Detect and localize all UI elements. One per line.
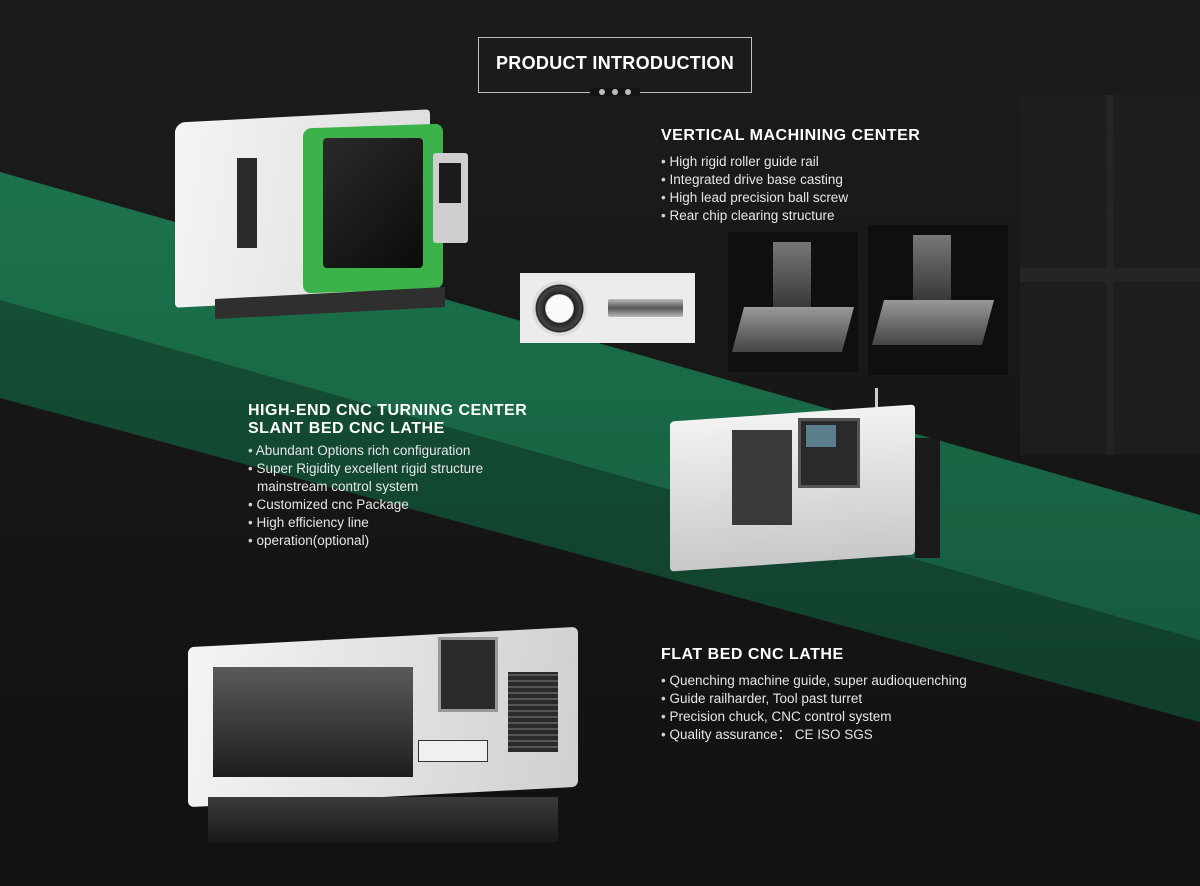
machine-badge: [418, 740, 488, 762]
list-item: Quenching machine guide, super audioquen…: [661, 672, 966, 690]
vmc-section: VERTICAL MACHINING CENTER High rigid rol…: [661, 127, 920, 225]
list-item: Rear chip clearing structure: [661, 207, 920, 225]
vmc-title: VERTICAL MACHINING CENTER: [661, 127, 921, 144]
flat-bed-section: FLAT BED CNC LATHE Quenching machine gui…: [661, 646, 967, 744]
machine-label: [237, 158, 257, 248]
cnc-section: HIGH-END CNC TURNING CENTER SLANT BED CN…: [248, 402, 527, 550]
control-panel: [438, 637, 498, 712]
flat-bed-title: FLAT BED CNC LATHE: [661, 646, 844, 663]
list-item: Precision chuck, CNC control system: [661, 708, 967, 726]
dot: [625, 89, 631, 95]
header-dots: [590, 87, 640, 97]
tool-holder-part: [608, 299, 683, 317]
signal-pole: [875, 388, 878, 423]
machine-detail-image: [868, 225, 1008, 375]
list-item: mainstream control system: [257, 479, 419, 494]
machine-side: [915, 438, 940, 558]
work-table: [871, 300, 995, 345]
list-item: Quality assurance： CE ISO SGS: [661, 726, 967, 744]
list-item: High lead precision ball screw: [661, 189, 920, 207]
cnc-title-line2: SLANT BED CNC LATHE: [248, 420, 445, 437]
control-screen: [439, 163, 461, 203]
list-item: High rigid roller guide rail: [661, 153, 920, 171]
control-screen: [806, 425, 836, 447]
background-window: [1020, 95, 1200, 455]
machine-body: [670, 404, 915, 572]
machine-vent: [508, 672, 558, 752]
cnc-title-line1: HIGH-END CNC TURNING CENTER: [248, 402, 528, 419]
list-item: operation(optional): [248, 532, 527, 550]
flat-bed-feature-list: Quenching machine guide, super audioquen…: [661, 672, 967, 744]
list-item: Customized cnc Package: [248, 496, 527, 514]
dot: [612, 89, 618, 95]
work-table: [731, 307, 855, 352]
machine-window: [323, 138, 423, 268]
machine-detail-image: [728, 232, 858, 372]
flat-bed-lathe-image: [188, 612, 580, 847]
page-title: PRODUCT INTRODUCTION: [496, 52, 734, 73]
spindle-head: [773, 242, 811, 312]
vertical-machining-center-image: [175, 108, 475, 323]
vmc-feature-list: High rigid roller guide rail Integrated …: [661, 153, 920, 225]
list-item: Super Rigidity excellent rigid structure: [248, 460, 527, 478]
header-frame: PRODUCT INTRODUCTION: [478, 37, 752, 93]
slant-bed-lathe-image: [670, 388, 942, 572]
list-item: Integrated drive base casting: [661, 171, 920, 189]
spindle-head: [913, 235, 951, 305]
cnc-feature-list: Abundant Options rich configuration Supe…: [248, 442, 527, 550]
dot: [599, 89, 605, 95]
list-item: Guide railharder, Tool past turret: [661, 690, 967, 708]
machine-base: [208, 797, 558, 842]
machine-cavity: [213, 667, 413, 777]
chuck-part: [532, 281, 587, 336]
list-item: Abundant Options rich configuration: [248, 442, 527, 460]
list-item: High efficiency line: [248, 514, 527, 532]
spindle-parts-image: [520, 273, 695, 343]
machine-door: [732, 430, 792, 525]
